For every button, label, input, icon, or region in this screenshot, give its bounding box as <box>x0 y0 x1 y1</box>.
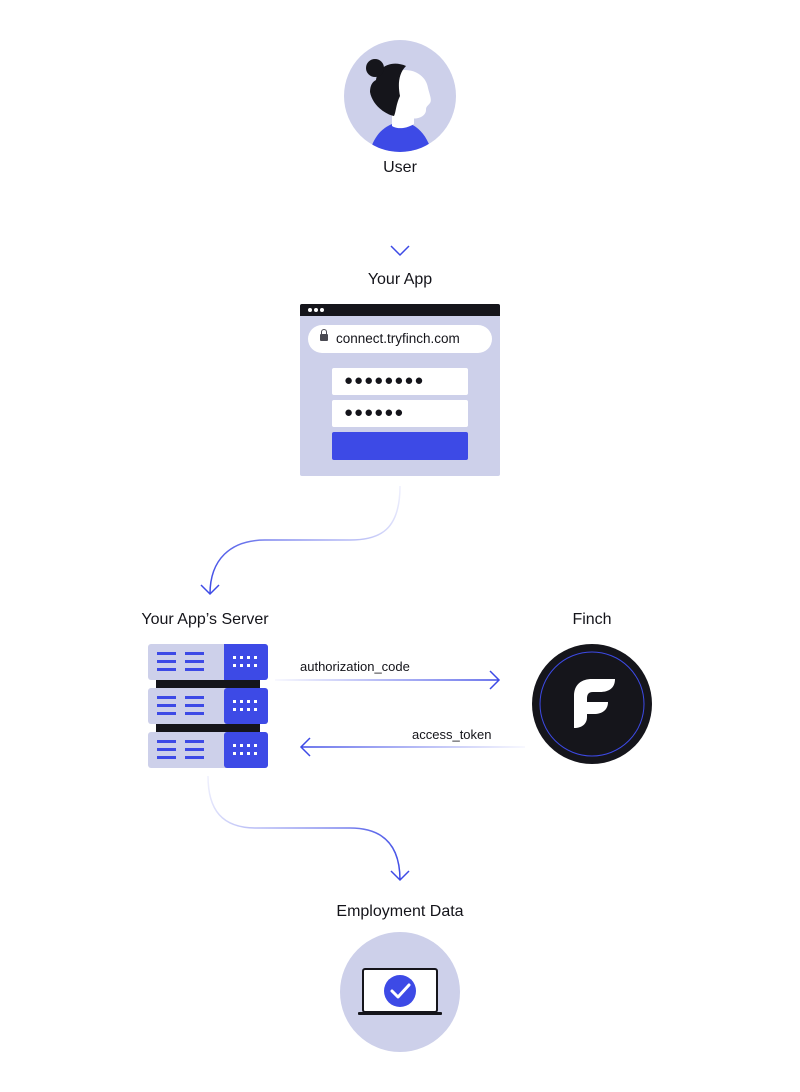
browser-title-bar <box>300 304 500 316</box>
arrow-authorization-code <box>275 670 501 690</box>
window-dot-icon <box>320 308 324 312</box>
password-field-value: ●●●●●●●● <box>344 372 425 389</box>
arrow-server-to-employment <box>207 775 410 882</box>
password-field[interactable]: ●●●●●●●● <box>332 368 468 395</box>
user-avatar-icon <box>344 40 456 152</box>
finch-label: Finch <box>572 611 612 628</box>
laptop-check-icon <box>340 932 460 1052</box>
password-field-value: ●●●●●● <box>344 404 405 421</box>
server-stack-icon <box>148 644 268 768</box>
address-bar-url: connect.tryfinch.com <box>336 331 460 346</box>
your-app-label: Your App <box>367 271 433 288</box>
arrow-user-to-app <box>390 186 410 257</box>
access-token-label: access_token <box>412 727 492 742</box>
arrow-access-token <box>299 737 525 757</box>
lock-icon <box>320 329 328 341</box>
window-dot-icon <box>314 308 318 312</box>
submit-button[interactable] <box>332 432 468 460</box>
password-field[interactable]: ●●●●●● <box>332 400 468 427</box>
server-label: Your App’s Server <box>141 611 269 628</box>
finch-logo-icon <box>532 644 652 764</box>
browser-window: connect.tryfinch.com ●●●●●●●● ●●●●●● <box>300 304 500 476</box>
address-bar[interactable]: connect.tryfinch.com <box>308 325 492 353</box>
employment-data-label: Employment Data <box>336 903 464 920</box>
user-label: User <box>383 159 417 176</box>
window-dot-icon <box>308 308 312 312</box>
authorization-code-label: authorization_code <box>300 659 410 674</box>
arrow-app-to-server <box>200 485 401 596</box>
